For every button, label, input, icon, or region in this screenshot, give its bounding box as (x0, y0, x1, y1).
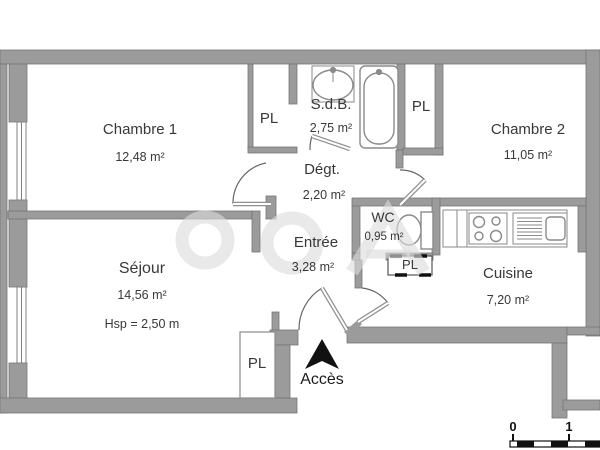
door-sdb (309, 133, 351, 152)
door-wc-lobby (356, 287, 390, 324)
closet-label-pl2: PL (411, 98, 431, 115)
room-area-chambre2: 11,05 m² (503, 148, 553, 162)
wall-sejour-east-lower (274, 344, 291, 399)
wall-kitchen-return (577, 205, 587, 253)
room-area-sdb: 2,75 m² (309, 121, 353, 135)
wall-bottom-entree (346, 326, 568, 344)
access-arrow-icon (305, 339, 339, 369)
room-label-degt: Dégt. (304, 161, 340, 178)
closet-box-sejour (239, 331, 276, 399)
wall-left-outer (0, 63, 8, 414)
wall-entry-diagonal (344, 319, 362, 337)
room-area-wc: 0,95 m² (364, 231, 404, 243)
wall-sejour-east-upper (251, 210, 261, 253)
room-label-entree: Entrée (293, 234, 339, 251)
kitchen-sink (512, 212, 568, 245)
watermark (175, 199, 430, 276)
wall-left-pier-a (8, 63, 28, 123)
wall-pl2-bottom (402, 147, 444, 156)
wall-notch-vertical (551, 342, 568, 419)
wall-hall-east-stub (395, 149, 404, 169)
wall-pl1-bottom (247, 146, 298, 154)
scale-tick-1: 1 (565, 419, 573, 434)
scale-bar (509, 434, 600, 448)
door-chambre2 (398, 169, 427, 207)
wall-wc-west (351, 204, 361, 254)
bathtub (359, 65, 399, 149)
walls (0, 49, 600, 419)
wall-right (585, 49, 600, 337)
door-chambre1 (232, 162, 271, 207)
room-label-chambre1: Chambre 1 (102, 121, 178, 138)
wall-left-pier-c (8, 362, 28, 399)
windows (16, 121, 27, 364)
wall-chambre1-pl (247, 63, 254, 151)
access-label: Accès (300, 371, 344, 388)
wall-hall-stub (265, 195, 277, 220)
kitchen-counter (442, 209, 568, 248)
room-area-entree: 3,28 m² (291, 260, 335, 274)
room-area-sejour: 14,56 m² (117, 288, 167, 302)
room-area-chambre1: 12,48 m² (115, 150, 165, 164)
wall-notch-top (566, 326, 600, 336)
room-label-sdb: S.d.B. (310, 96, 352, 113)
scale-tick-0: 0 (509, 419, 517, 434)
room-label-cuisine: Cuisine (482, 265, 534, 282)
window-sejour (16, 286, 27, 364)
wall-sejour-east-mid (271, 311, 280, 333)
wall-pl-sdb (288, 63, 298, 105)
fixtures (239, 65, 568, 399)
door-entrance (298, 286, 349, 332)
doors (232, 133, 427, 332)
room-area-cuisine: 7,20 m² (486, 293, 530, 307)
wall-pl2-east (434, 63, 444, 156)
room-label-wc: WC (371, 209, 395, 225)
room-label-sejour: Séjour (118, 260, 166, 277)
wall-notch-bottom (562, 399, 600, 411)
window-chambre1 (16, 121, 27, 201)
room-area-degt: 2,20 m² (302, 188, 346, 202)
wall-top (0, 49, 600, 65)
washbasin (311, 65, 355, 103)
closet-label-pl3: PL (247, 355, 267, 372)
closet-label-pl4: PL (402, 257, 418, 272)
wall-bottom-sejour (0, 397, 298, 414)
room-note-sejour-height: Hsp = 2,50 m (104, 317, 180, 331)
room-label-chambre2: Chambre 2 (490, 121, 566, 138)
closet-label-pl1: PL (259, 110, 279, 127)
wall-wc-top (351, 197, 587, 207)
